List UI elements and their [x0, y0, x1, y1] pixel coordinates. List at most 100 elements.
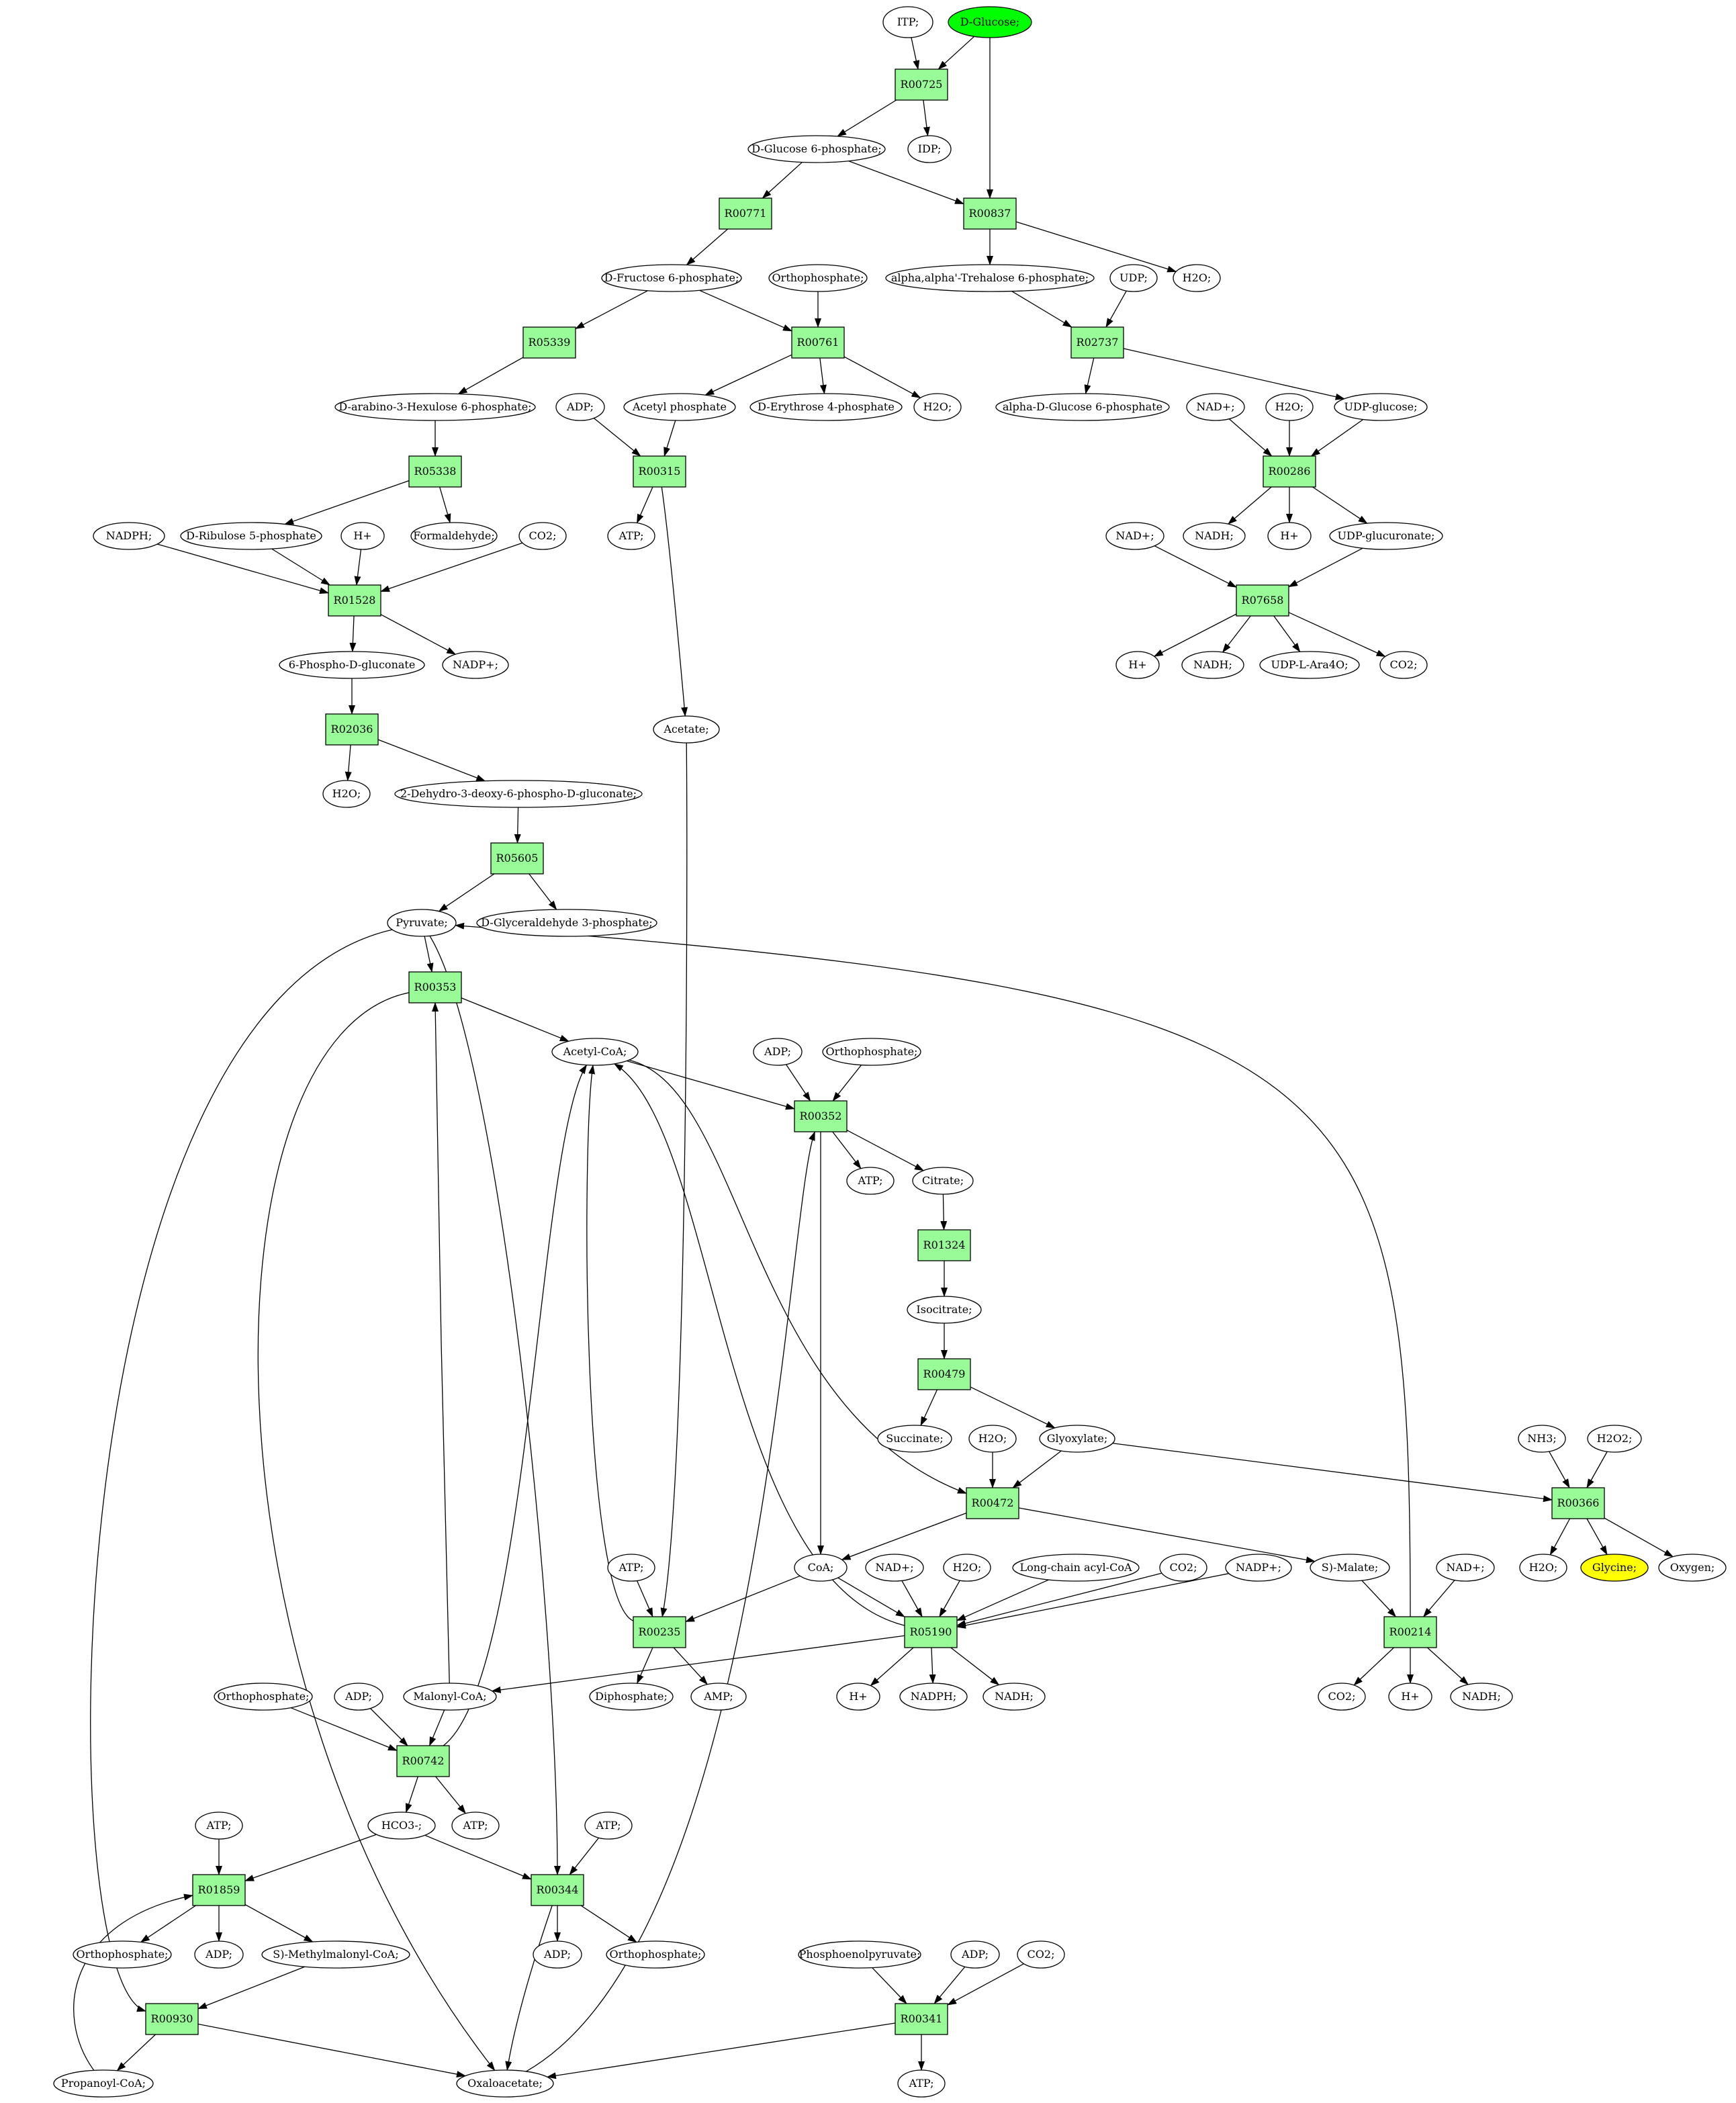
metabolite-node-e4p[interactable]: D-Erythrose 4-phosphate	[749, 393, 903, 421]
reaction-node-R00235[interactable]: R00235	[633, 1616, 686, 1648]
metabolite-node-atp_1[interactable]: ATP;	[607, 522, 655, 550]
metabolite-node-udpara[interactable]: UDP-L-Ara4O;	[1259, 651, 1360, 679]
metabolite-node-nh3[interactable]: NH3;	[1518, 1425, 1566, 1453]
metabolite-node-co2_5[interactable]: CO2;	[1017, 1940, 1065, 1969]
metabolite-node-h2o_1[interactable]: H2O;	[1173, 264, 1221, 292]
reaction-node-R01859[interactable]: R01859	[192, 1874, 246, 1906]
metabolite-node-propcoa[interactable]: Propanoyl-CoA;	[53, 2069, 154, 2098]
reaction-node-R00353[interactable]: R00353	[408, 971, 462, 1003]
metabolite-node-adp_4[interactable]: ADP;	[194, 1940, 244, 1969]
reaction-node-R01324[interactable]: R01324	[917, 1229, 971, 1261]
metabolite-node-nad_4[interactable]: NAD+;	[1436, 1554, 1495, 1582]
metabolite-node-f6p[interactable]: D-Fructose 6-phosphate;	[601, 264, 742, 292]
metabolite-node-h2o_4[interactable]: H2O;	[322, 780, 371, 808]
metabolite-node-h2o_5[interactable]: H2O;	[968, 1425, 1017, 1453]
metabolite-node-h2o_7[interactable]: H2O;	[1519, 1554, 1567, 1582]
metabolite-node-formald[interactable]: Formaldehyde;	[410, 522, 498, 550]
reaction-node-R00930[interactable]: R00930	[145, 2003, 199, 2035]
metabolite-node-g6p[interactable]: D-Glucose 6-phosphate;	[747, 135, 886, 163]
metabolite-node-udpglc[interactable]: UDP-glucose;	[1334, 393, 1428, 421]
reaction-node-R00344[interactable]: R00344	[531, 1874, 584, 1906]
metabolite-node-nadh_3[interactable]: NADH;	[983, 1683, 1046, 1711]
metabolite-node-atp_2[interactable]: ATP;	[846, 1167, 895, 1195]
metabolite-node-co2_1[interactable]: CO2;	[518, 522, 567, 550]
metabolite-node-hplus_4[interactable]: H+	[836, 1683, 880, 1711]
reaction-node-R00725[interactable]: R00725	[895, 69, 948, 101]
metabolite-node-pi_5[interactable]: Orthophosphate;	[606, 1940, 705, 1969]
metabolite-node-pgluconate[interactable]: 6-Phospho-D-gluconate	[279, 651, 425, 679]
reaction-node-R05339[interactable]: R05339	[522, 326, 576, 359]
metabolite-node-smmcoa[interactable]: S)-Methylmalonyl-CoA;	[261, 1940, 410, 1969]
reaction-node-R05190[interactable]: R05190	[904, 1616, 958, 1648]
reaction-node-R05605[interactable]: R05605	[490, 842, 544, 875]
metabolite-node-adp_5[interactable]: ADP;	[533, 1940, 582, 1969]
metabolite-node-atp_4[interactable]: ATP;	[451, 1811, 500, 1840]
metabolite-node-adp_6[interactable]: ADP;	[950, 1940, 1000, 1969]
metabolite-node-hexulose[interactable]: D-arabino-3-Hexulose 6-phosphate;	[334, 393, 536, 421]
reaction-node-R02036[interactable]: R02036	[325, 713, 379, 746]
reaction-node-R00837[interactable]: R00837	[963, 197, 1017, 230]
metabolite-node-nad_1[interactable]: NAD+;	[1186, 393, 1245, 421]
metabolite-node-hco3[interactable]: HCO3-;	[367, 1811, 436, 1840]
metabolite-node-malcoa[interactable]: Malonyl-CoA;	[403, 1683, 497, 1711]
metabolite-node-smalate[interactable]: S)-Malate;	[1310, 1554, 1390, 1582]
reaction-node-R00341[interactable]: R00341	[895, 2003, 948, 2035]
metabolite-node-pi_3[interactable]: Orthophosphate;	[214, 1683, 313, 1711]
metabolite-node-hplus_1[interactable]: H+	[340, 522, 385, 550]
metabolite-node-gap[interactable]: D-Glyceraldehyde 3-phosphate;	[476, 909, 657, 937]
reaction-node-R00472[interactable]: R00472	[966, 1487, 1019, 1519]
metabolite-node-nadph_1[interactable]: NADPH;	[93, 522, 165, 550]
metabolite-node-succinate[interactable]: Succinate;	[877, 1425, 952, 1453]
metabolite-node-atp_7[interactable]: ATP;	[897, 2069, 946, 2098]
reaction-node-R00479[interactable]: R00479	[917, 1358, 971, 1390]
metabolite-node-adp_1[interactable]: ADP;	[555, 393, 605, 421]
metabolite-node-nadp_2[interactable]: NADP+;	[1225, 1554, 1292, 1582]
reaction-node-R00214[interactable]: R00214	[1383, 1616, 1437, 1648]
metabolite-node-h2o_6[interactable]: H2O;	[943, 1554, 991, 1582]
metabolite-node-atp_6[interactable]: ATP;	[584, 1811, 633, 1840]
metabolite-node-oxygen[interactable]: Oxygen;	[1658, 1554, 1727, 1582]
metabolite-node-glycine[interactable]: Glycine;	[1580, 1554, 1649, 1582]
reaction-node-R00742[interactable]: R00742	[396, 1745, 450, 1777]
metabolite-node-idp[interactable]: IDP;	[907, 135, 952, 163]
metabolite-node-nadh_4[interactable]: NADH;	[1450, 1683, 1513, 1711]
metabolite-node-co2_4[interactable]: CO2;	[1318, 1683, 1366, 1711]
metabolite-node-glyoxylate[interactable]: Glyoxylate;	[1039, 1425, 1115, 1453]
metabolite-node-co2_3[interactable]: CO2;	[1159, 1554, 1207, 1582]
reaction-node-R02737[interactable]: R02737	[1070, 326, 1124, 359]
metabolite-node-nadp_1[interactable]: NADP+;	[442, 651, 509, 679]
metabolite-node-h2o_2[interactable]: H2O;	[913, 393, 962, 421]
metabolite-node-ppi[interactable]: Diphosphate;	[589, 1683, 674, 1711]
metabolite-node-acoa[interactable]: Acetyl-CoA;	[551, 1038, 639, 1066]
metabolite-node-pep[interactable]: Phosphoenolpyruvate;	[798, 1940, 921, 1969]
metabolite-node-nadh_1[interactable]: NADH;	[1183, 522, 1246, 550]
reaction-node-R00352[interactable]: R00352	[794, 1100, 848, 1132]
metabolite-node-pi_4[interactable]: Orthophosphate;	[73, 1940, 172, 1969]
reaction-node-R01528[interactable]: R01528	[328, 584, 381, 617]
metabolite-node-udpglcur[interactable]: UDP-glucuronate;	[1329, 522, 1443, 550]
metabolite-node-hplus_3[interactable]: H+	[1115, 651, 1160, 679]
metabolite-node-ru5p[interactable]: D-Ribulose 5-phosphate	[180, 522, 322, 550]
reaction-node-R00771[interactable]: R00771	[719, 197, 772, 230]
metabolite-node-isocitrate[interactable]: Isocitrate;	[907, 1296, 982, 1324]
metabolite-node-nad_3[interactable]: NAD+;	[865, 1554, 924, 1582]
metabolite-node-hplus_2[interactable]: H+	[1267, 522, 1312, 550]
metabolite-node-nadh_2[interactable]: NADH;	[1181, 651, 1244, 679]
metabolite-node-nad_2[interactable]: NAD+;	[1105, 522, 1164, 550]
metabolite-node-kdpg[interactable]: 2-Dehydro-3-deoxy-6-phospho-D-gluconate;	[394, 780, 643, 808]
reaction-node-R05338[interactable]: R05338	[408, 455, 462, 488]
metabolite-node-atp_5[interactable]: ATP;	[195, 1811, 243, 1840]
metabolite-node-nadph_2[interactable]: NADPH;	[899, 1683, 968, 1711]
metabolite-node-pi_2[interactable]: Orthophosphate;	[822, 1038, 921, 1066]
metabolite-node-t6p[interactable]: alpha,alpha'-Trehalose 6-phosphate;	[885, 264, 1095, 292]
metabolite-node-coa[interactable]: CoA;	[794, 1554, 848, 1582]
metabolite-node-lcacoa[interactable]: Long-chain acyl-CoA	[1012, 1554, 1140, 1582]
metabolite-node-adp_2[interactable]: ADP;	[753, 1038, 803, 1066]
metabolite-node-atp_3[interactable]: ATP;	[607, 1554, 655, 1582]
reaction-node-R00315[interactable]: R00315	[633, 455, 686, 488]
metabolite-node-citrate[interactable]: Citrate;	[912, 1167, 974, 1195]
reaction-node-R00366[interactable]: R00366	[1551, 1487, 1605, 1519]
metabolite-node-pi_1[interactable]: Orthophosphate;	[768, 264, 868, 292]
metabolite-node-h2o_3[interactable]: H2O;	[1265, 393, 1314, 421]
metabolite-node-h2o2[interactable]: H2O2;	[1587, 1425, 1642, 1453]
